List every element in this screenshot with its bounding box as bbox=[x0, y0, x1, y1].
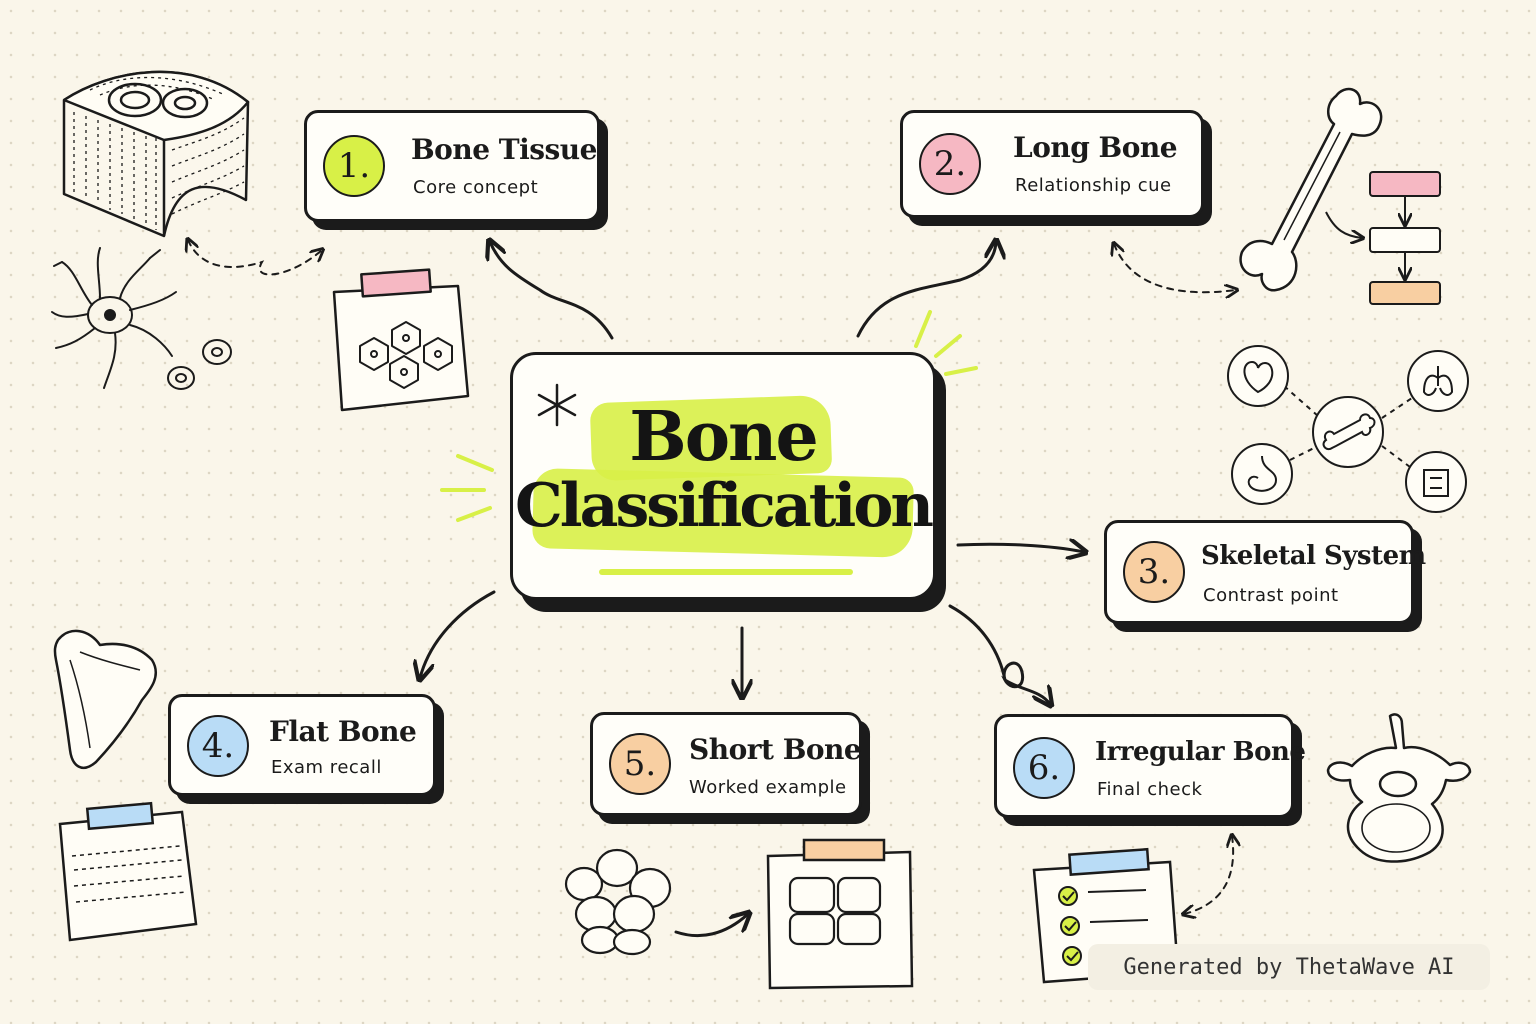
node-title: Short Bone bbox=[689, 733, 862, 766]
lungs-icon bbox=[1422, 366, 1454, 396]
bone-cell-illustration bbox=[51, 247, 177, 389]
node-number-badge: 5. bbox=[609, 733, 671, 795]
node-card-long-bone[interactable]: 2. Long Bone Relationship cue bbox=[900, 110, 1204, 218]
arrow-carpals-to-note bbox=[674, 914, 748, 938]
heart-icon bbox=[1243, 360, 1274, 394]
central-accent-marks bbox=[440, 310, 978, 522]
layered-bone-note-illustration bbox=[58, 801, 198, 942]
long-bone-illustration bbox=[1239, 87, 1383, 292]
node-subtitle: Core concept bbox=[413, 177, 539, 198]
node-subtitle: Worked example bbox=[689, 777, 847, 798]
node-card-short-bone[interactable]: 5. Short Bone Worked example bbox=[590, 712, 862, 816]
intestine-icon bbox=[1423, 469, 1449, 497]
flat-bone-illustration bbox=[53, 629, 158, 769]
mini-flowchart-illustration bbox=[1325, 171, 1441, 305]
arrow-to-irregular-bone bbox=[948, 604, 1050, 704]
node-title: Flat Bone bbox=[269, 715, 417, 748]
bone-icon bbox=[1322, 413, 1376, 450]
bone-tissue-block-illustration bbox=[62, 70, 250, 238]
stomach-icon bbox=[1247, 455, 1278, 492]
node-title: Long Bone bbox=[1013, 131, 1178, 164]
central-title-card: Bone Classification bbox=[510, 352, 936, 600]
node-title: Skeletal System bbox=[1201, 541, 1426, 571]
node-number-badge: 6. bbox=[1013, 737, 1075, 799]
node-subtitle: Final check bbox=[1097, 779, 1203, 800]
node-card-skeletal-system[interactable]: 3. Skeletal System Contrast point bbox=[1104, 520, 1426, 624]
hexagon-cells-note-illustration bbox=[332, 268, 470, 412]
node-number-badge: 2. bbox=[919, 133, 981, 195]
node-subtitle: Exam recall bbox=[271, 757, 382, 778]
node-subtitle: Contrast point bbox=[1203, 585, 1339, 606]
node-title: Bone Tissue bbox=[411, 133, 597, 166]
short-bone-blocks-note-illustration bbox=[766, 838, 914, 990]
short-bone-carpals-illustration bbox=[564, 848, 672, 956]
title-line-1: Bone bbox=[629, 397, 819, 477]
node-card-irregular-bone[interactable]: 6. Irregular Bone Final check bbox=[994, 714, 1306, 818]
arrow-to-long-bone bbox=[856, 242, 996, 338]
node-title: Irregular Bone bbox=[1095, 737, 1306, 767]
node-card-bone-tissue[interactable]: 1. Bone Tissue Core concept bbox=[304, 110, 600, 222]
small-cells-icon bbox=[167, 339, 232, 390]
connector-arrows bbox=[420, 242, 1084, 704]
asterisk-icon bbox=[537, 383, 577, 427]
arrow-to-bone-tissue bbox=[490, 242, 614, 340]
node-number-badge: 3. bbox=[1123, 541, 1185, 603]
node-number-badge: 4. bbox=[187, 715, 249, 777]
arrow-to-skeletal-system bbox=[956, 544, 1084, 552]
node-number-badge: 1. bbox=[323, 135, 385, 197]
arrow-to-flat-bone bbox=[420, 590, 496, 678]
vertebra-illustration bbox=[1326, 713, 1472, 863]
title-line-2: Classification bbox=[515, 471, 934, 541]
organ-network-illustration bbox=[1227, 345, 1469, 513]
watermark-label: Generated by ThetaWave AI bbox=[1088, 944, 1490, 990]
dashed-arrows bbox=[188, 240, 1236, 914]
node-card-flat-bone[interactable]: 4. Flat Bone Exam recall bbox=[168, 694, 436, 796]
title-underline bbox=[599, 569, 853, 575]
node-subtitle: Relationship cue bbox=[1015, 175, 1172, 196]
